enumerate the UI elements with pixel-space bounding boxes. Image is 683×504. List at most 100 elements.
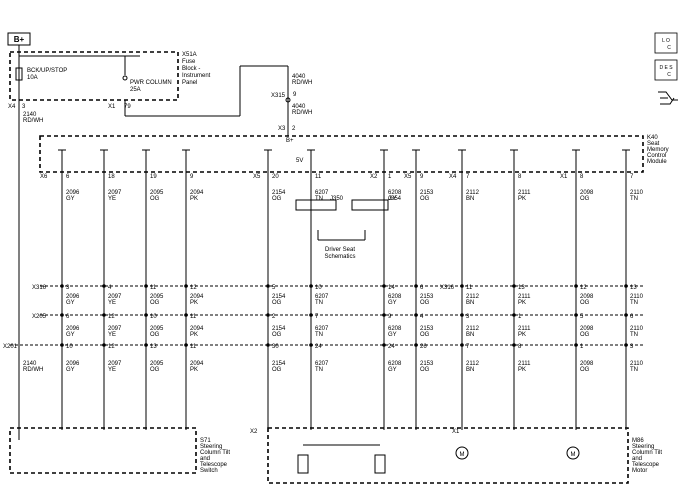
wire-color: GY — [66, 367, 75, 373]
svg-text:Module: Module — [647, 159, 667, 165]
x316-pin: 11 — [150, 285, 157, 291]
connector-pin-dot — [574, 313, 578, 317]
connector-pin-dot — [382, 343, 386, 347]
connector-pin-dot — [309, 313, 313, 317]
wire-number: 2153 — [420, 361, 434, 367]
svg-text:B+: B+ — [286, 138, 294, 144]
svg-text:X316: X316 — [32, 285, 47, 291]
wire-2140: 2140 RD/WH 2140 RD/WH — [18, 100, 43, 440]
wire-color: PK — [518, 300, 526, 306]
j350-box — [295, 199, 337, 211]
svg-text:Switch: Switch — [200, 468, 218, 474]
battery-label: B+ — [14, 35, 25, 44]
connector-pin-dot — [382, 313, 386, 317]
j354-box — [351, 199, 389, 211]
wire-number: 2095 — [150, 294, 164, 300]
motor-m-icon-2 — [566, 446, 580, 460]
wire-color: PK — [518, 332, 526, 338]
x205-pin: 11 — [190, 314, 197, 320]
wire-number: 2110 — [630, 294, 644, 300]
wire-number: 2095 — [150, 361, 164, 367]
svg-text:D E S: D E S — [659, 65, 673, 71]
wire-number: 2154 — [272, 361, 286, 367]
side-icons: L O C D E S C — [654, 32, 678, 105]
wire-number: 2098 — [580, 294, 594, 300]
connector-pin-dot — [309, 284, 313, 288]
wire-number: 2094 — [190, 294, 204, 300]
svg-text:2140: 2140 — [23, 112, 37, 118]
wire-number: 6208 — [388, 361, 402, 367]
wire-number: 2098 — [580, 361, 594, 367]
wire-color: TN — [315, 367, 323, 373]
svg-text:Seat: Seat — [647, 141, 660, 147]
wire-color: OG — [272, 196, 282, 202]
svg-text:Instrument: Instrument — [182, 73, 211, 79]
wire-number: 2096 — [66, 190, 80, 196]
fuse-block-title: X51A — [182, 52, 197, 58]
wire-color: OG — [580, 367, 590, 373]
svg-text:2140: 2140 — [23, 361, 37, 367]
x316-pin: 11 — [466, 285, 473, 291]
wire-color: OG — [580, 196, 590, 202]
connector-pin-dot — [624, 343, 628, 347]
connector-pin-dot — [184, 284, 188, 288]
connector-pin-dot — [102, 284, 106, 288]
wire-number: 2110 — [630, 190, 644, 196]
connector-pin-dot — [574, 284, 578, 288]
x201-pin: 24 — [315, 344, 322, 350]
wire-color: TN — [630, 196, 638, 202]
connector-pin-dot — [414, 343, 418, 347]
svg-text:M: M — [460, 452, 465, 458]
wire-number: 2094 — [190, 361, 204, 367]
wire-color: PK — [190, 332, 198, 338]
motor-m-icon-1 — [455, 446, 469, 460]
x316-pin: 12 — [190, 285, 197, 291]
x201-pin: 7 — [466, 344, 470, 350]
svg-text:X205: X205 — [32, 314, 47, 320]
x316-pin: 10 — [315, 285, 322, 291]
connector-pin-dot — [266, 343, 270, 347]
wire-number: 2097 — [108, 326, 122, 332]
splice-area: J350 J354 Driver Seat Schematics — [295, 196, 402, 260]
x316-pin: 5 — [272, 285, 276, 291]
svg-text:L O: L O — [662, 38, 670, 44]
wire-color: BN — [466, 367, 474, 373]
x205-pin: 3 — [466, 314, 470, 320]
wire-color: GY — [66, 332, 75, 338]
wire-number: 2097 — [108, 190, 122, 196]
svg-text:X201: X201 — [3, 344, 18, 350]
wire-color: YE — [108, 300, 116, 306]
x205-pin: 4 — [420, 314, 424, 320]
wire-number: 2098 — [580, 326, 594, 332]
fuse-pin-x3: X4 — [8, 104, 16, 110]
connector-pin-dot — [60, 343, 64, 347]
wire-color: OG — [580, 332, 590, 338]
wire-color: TN — [630, 300, 638, 306]
svg-text:C: C — [667, 45, 671, 51]
x201-pin: 24 — [388, 344, 395, 350]
wire-number: 2154 — [272, 294, 286, 300]
wire-number: 2153 — [420, 294, 434, 300]
connector-pin-dot — [144, 343, 148, 347]
module-pin: 8 — [518, 174, 522, 180]
svg-text:X1: X1 — [560, 174, 568, 180]
svg-text:and: and — [632, 456, 642, 462]
wire-number: 2154 — [272, 326, 286, 332]
x316-pin: 3 — [66, 285, 70, 291]
svg-text:X2: X2 — [370, 174, 378, 180]
wire-color: OG — [150, 367, 160, 373]
svg-text:X316: X316 — [440, 285, 455, 291]
module-pin: 8 — [580, 174, 584, 180]
svg-text:Column Tilt: Column Tilt — [200, 450, 230, 456]
wire-color: OG — [150, 300, 160, 306]
svg-text:Panel: Panel — [182, 80, 197, 86]
wire-color: BN — [466, 300, 474, 306]
x201-pin: 12 — [108, 344, 115, 350]
svg-text:Column Tilt: Column Tilt — [632, 450, 662, 456]
wire-number: 2096 — [66, 326, 80, 332]
x205-pin: 2 — [272, 314, 276, 320]
wire-color: OG — [420, 332, 430, 338]
wire-color: PK — [518, 196, 526, 202]
x201-pin: 8 — [518, 344, 522, 350]
